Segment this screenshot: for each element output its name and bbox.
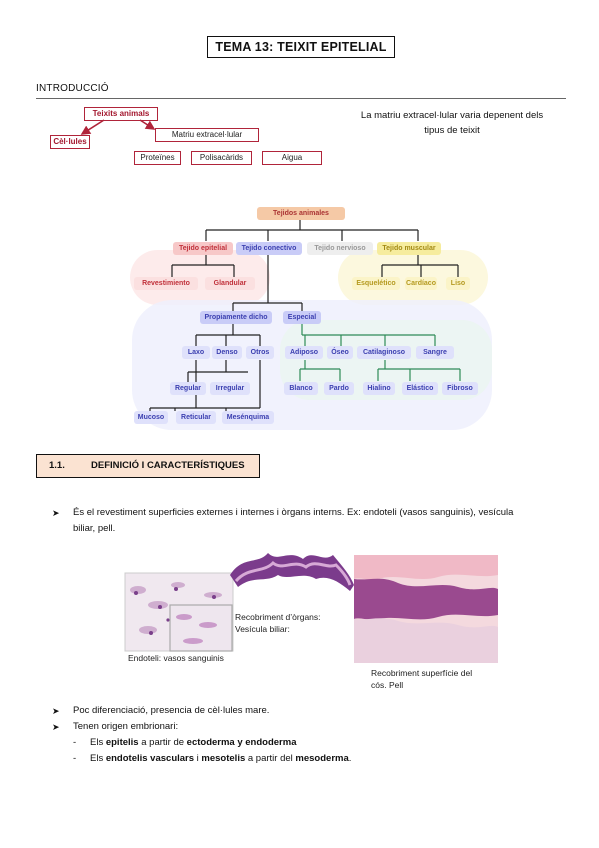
node-pardo: Pardo bbox=[324, 382, 354, 395]
sub-item-2-text: Els endotelis vasculars i mesotelis a pa… bbox=[90, 751, 351, 767]
node-elastico: Elástico bbox=[402, 382, 438, 395]
node-liso: Liso bbox=[446, 277, 470, 290]
node-cardiaco: Cardíaco bbox=[405, 277, 437, 290]
bullet-2: ➤ Poc diferenciació, presencia de cèl·lu… bbox=[52, 703, 572, 719]
node-hialino: Hialino bbox=[363, 382, 395, 395]
node-propiamente-dicho: Propiamente dicho bbox=[200, 311, 272, 324]
sub2-b: endotelis vasculars bbox=[105, 753, 195, 764]
tissue-tree: Tejidos animales Tejido epitelial Tejido… bbox=[130, 195, 505, 435]
matriu-box: Matriu extracel·lular bbox=[155, 128, 259, 142]
dash-marker: - bbox=[73, 753, 77, 764]
bullet-2-text: Poc diferenciació, presencia de cèl·lule… bbox=[73, 705, 270, 716]
bullet-1-line2: biliar, pell. bbox=[73, 523, 116, 534]
bullet-3-text: Tenen origen embrionari: bbox=[73, 721, 179, 732]
node-tejido-epitelial: Tejido epitelial bbox=[173, 242, 233, 255]
node-reticular: Reticular bbox=[176, 411, 216, 424]
caption-organs: Recobriment d’òrgans: Vesícula biliar: bbox=[235, 611, 321, 635]
node-irregular: Irregular bbox=[210, 382, 250, 395]
caption-pell-line1: Recobriment superfície del bbox=[371, 668, 473, 678]
page-title: TEMA 13: TEIXIT EPITELIAL bbox=[207, 36, 395, 58]
node-laxo: Laxo bbox=[182, 346, 210, 359]
sub2-a: Els bbox=[90, 753, 106, 764]
node-sangre: Sangre bbox=[416, 346, 454, 359]
sub2-g: . bbox=[348, 753, 352, 764]
node-adiposo: Adiposo bbox=[285, 346, 323, 359]
dash-marker: - bbox=[73, 737, 77, 748]
caption-organs-line2: Vesícula biliar: bbox=[235, 624, 290, 634]
matrix-note-line2: tipus de teixit bbox=[424, 125, 480, 136]
matrix-note-line1: La matriu extracel·lular varia depenent … bbox=[360, 110, 544, 121]
node-blanco: Blanco bbox=[284, 382, 318, 395]
tree-connectors bbox=[149, 220, 461, 411]
intro-heading: INTRODUCCIÓ bbox=[36, 83, 109, 94]
node-regular: Regular bbox=[170, 382, 206, 395]
node-tejidos-animales: Tejidos animales bbox=[257, 207, 345, 220]
node-esqueletico: Esquelético bbox=[352, 277, 400, 290]
caption-endoteli: Endoteli: vasos sanguinis bbox=[128, 653, 224, 663]
polisacarids-box: Polisacàrids bbox=[191, 151, 252, 165]
sub2-e: a partir del bbox=[245, 753, 296, 764]
node-denso: Denso bbox=[212, 346, 242, 359]
bullet-1: ➤ És el revestiment superficies externes… bbox=[52, 505, 572, 537]
sub2-d: mesotelis bbox=[201, 753, 246, 764]
node-especial: Especial bbox=[283, 311, 321, 324]
concept-map-arrows bbox=[80, 119, 156, 135]
caption-pell-line2: cós. Pell bbox=[371, 680, 404, 690]
node-glandular: Glandular bbox=[205, 277, 255, 290]
sub1-b: epitelis bbox=[105, 737, 139, 748]
heading-rule bbox=[36, 98, 566, 99]
teixits-animals-box: Teixits animals bbox=[84, 107, 158, 121]
caption-pell: Recobriment superfície del cós. Pell bbox=[371, 667, 472, 691]
section-heading: 1.1. DEFINICIÓ I CARACTERÍSTIQUES bbox=[36, 454, 260, 478]
bullet-1-text: És el revestiment superficies externes i… bbox=[73, 505, 572, 537]
arrow-bullet-icon: ➤ bbox=[52, 706, 60, 716]
sub1-a: Els bbox=[90, 737, 106, 748]
caption-organs-line1: Recobriment d’òrgans: bbox=[235, 612, 321, 622]
figure-graphics bbox=[118, 545, 498, 695]
sub1-c: a partir de bbox=[138, 737, 187, 748]
arrow-bullet-icon: ➤ bbox=[52, 722, 60, 732]
node-otros: Otros bbox=[246, 346, 274, 359]
node-oseo: Óseo bbox=[327, 346, 353, 359]
sub2-c: i bbox=[194, 753, 202, 764]
sub-item-1-text: Els epitelis a partir de ectoderma y end… bbox=[90, 735, 296, 751]
node-revestimiento: Revestimiento bbox=[134, 277, 198, 290]
node-tejido-muscular: Tejido muscular bbox=[377, 242, 441, 255]
arrow-bullet-icon: ➤ bbox=[52, 508, 60, 518]
section-number: 1.1. bbox=[49, 460, 65, 471]
node-fibroso: Fibroso bbox=[442, 382, 478, 395]
bullet-3: ➤ Tenen origen embrionari: bbox=[52, 719, 572, 735]
node-tejido-nervioso: Tejido nervioso bbox=[307, 242, 373, 255]
section-title: DEFINICIÓ I CARACTERÍSTIQUES bbox=[91, 460, 245, 471]
node-cartilaginoso: Catilaginoso bbox=[357, 346, 411, 359]
aigua-box: Aigua bbox=[262, 151, 322, 165]
epithelium-figure: Endoteli: vasos sanguinis Recobriment d’… bbox=[118, 545, 498, 695]
node-mesenquima: Mesénquima bbox=[222, 411, 274, 424]
proteines-box: Proteïnes bbox=[134, 151, 181, 165]
sub1-d: ectoderma y endoderma bbox=[186, 737, 297, 748]
sub2-f: mesoderma bbox=[295, 753, 349, 764]
node-mucoso: Mucoso bbox=[134, 411, 168, 424]
matrix-note: La matriu extracel·lular varia depenent … bbox=[340, 108, 564, 138]
bullet-1-line1: És el revestiment superficies externes i… bbox=[73, 507, 514, 518]
node-tejido-conectivo: Tejido conectivo bbox=[236, 242, 302, 255]
cellules-box: Cèl·lules bbox=[50, 135, 90, 149]
